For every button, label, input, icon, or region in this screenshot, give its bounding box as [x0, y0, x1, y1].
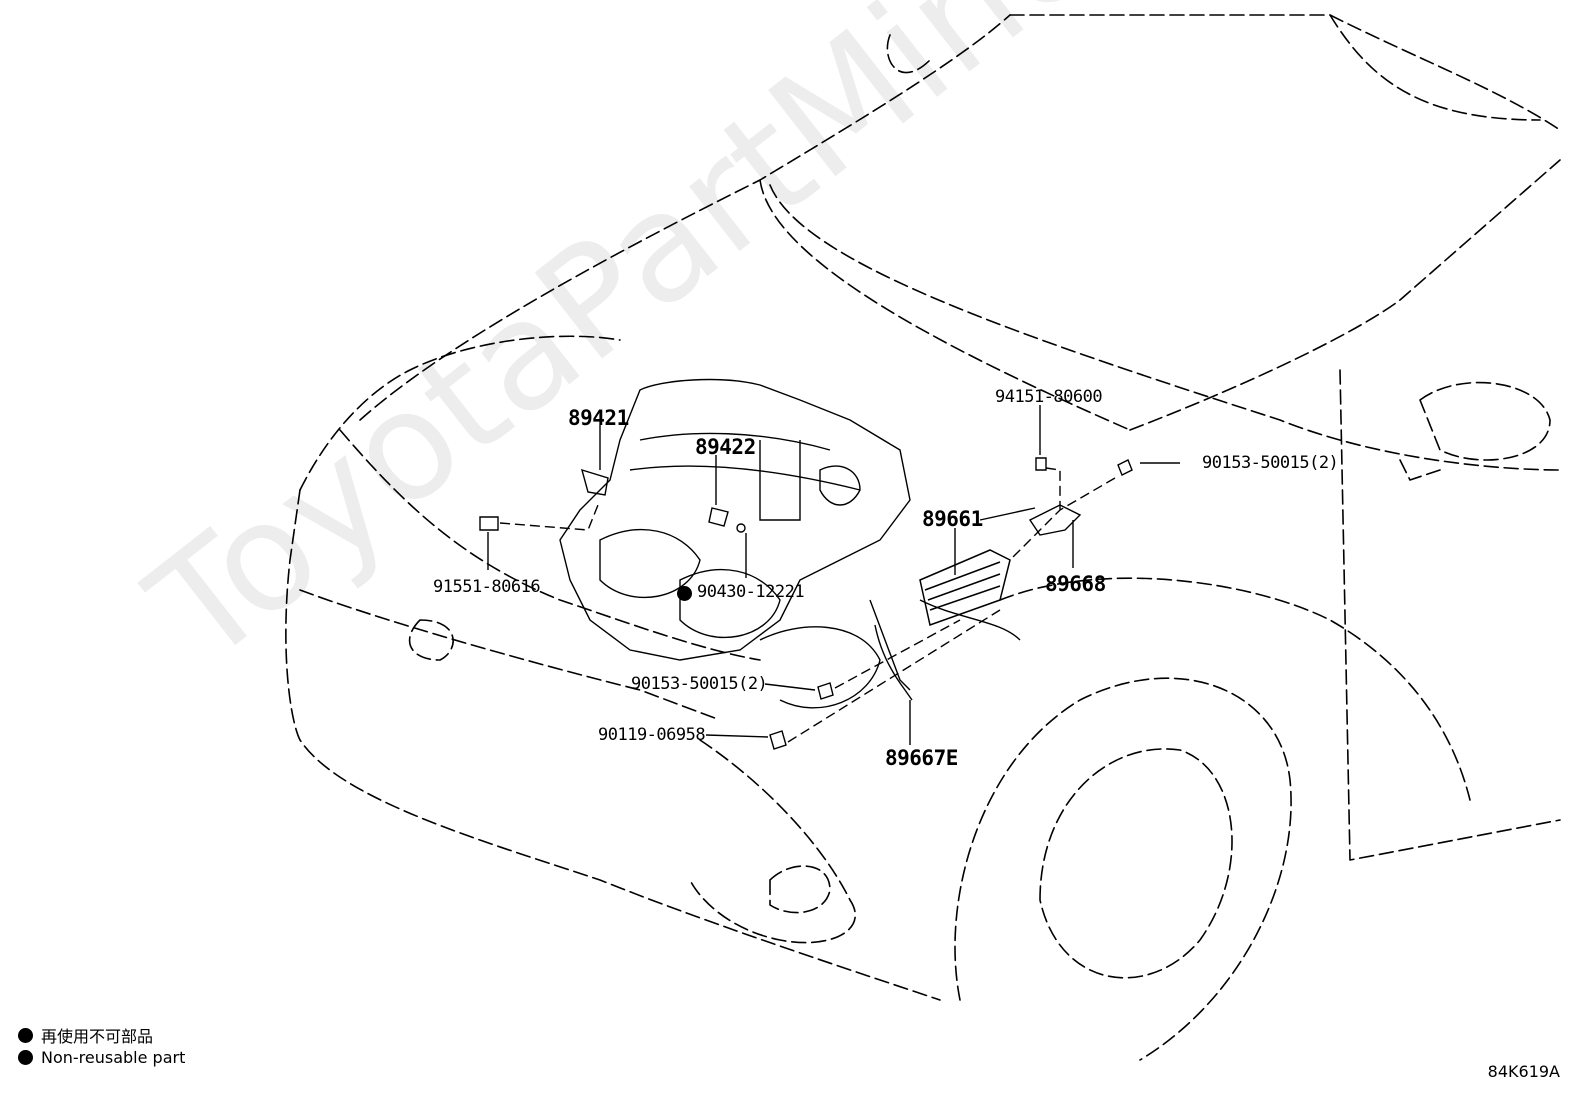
label-90153-50015-top[interactable]: 90153-50015(2) [1202, 453, 1339, 473]
label-91551-80616[interactable]: 91551-80616 [433, 577, 541, 597]
sensor-89421 [580, 468, 609, 496]
nut-94151 [1035, 457, 1047, 471]
bolt-90119 [769, 730, 787, 750]
legend-en-text: Non-reusable part [41, 1048, 186, 1067]
wiper [886, 34, 931, 74]
label-90153-50015-bottom[interactable]: 90153-50015(2) [631, 674, 768, 694]
door-edge [1339, 369, 1561, 861]
non-reusable-marker [677, 586, 692, 601]
label-89668[interactable]: 89668 [1045, 572, 1106, 596]
legend-row-jp: 再使用不可部品 [18, 1023, 153, 1047]
bolt-90153-bottom [817, 682, 834, 700]
label-89422[interactable]: 89422 [695, 435, 756, 459]
label-90119-06958[interactable]: 90119-06958 [598, 725, 706, 745]
legend-dot-icon [18, 1027, 33, 1043]
grille-upper [299, 589, 721, 721]
bolt-90153-top [1117, 459, 1133, 476]
fender-arch [999, 577, 1471, 801]
sensor-89422 [708, 507, 746, 533]
lower-grille [689, 739, 857, 944]
label-90430-12221[interactable]: 90430-12221 [697, 582, 805, 602]
windshield-top [1009, 14, 1561, 131]
label-89421[interactable]: 89421 [568, 406, 629, 430]
engine-outline [559, 378, 911, 661]
bumper-lower [285, 489, 941, 1001]
label-89661[interactable]: 89661 [922, 507, 983, 531]
label-94151-80600[interactable]: 94151-80600 [995, 387, 1103, 407]
figure-code: 84K619A [1487, 1062, 1560, 1081]
wire-89667E [874, 624, 913, 701]
fog-lamp-lower [769, 865, 831, 914]
legend-row-en: Non-reusable part [18, 1048, 185, 1067]
hood-centre-line [759, 179, 1131, 431]
wheel-outer [954, 677, 1292, 1061]
engine-pulley [599, 528, 701, 599]
roof-line [1329, 14, 1541, 121]
label-89667E[interactable]: 89667E [885, 746, 958, 770]
bolt-91551 [479, 516, 499, 531]
fog-light [408, 619, 454, 661]
side-mirror [1419, 381, 1551, 461]
cowl-line [769, 184, 1561, 471]
wheel-inner [1039, 748, 1233, 979]
headlight-lower [339, 429, 761, 661]
headlight-upper [299, 335, 621, 491]
legend-dot-icon [18, 1050, 33, 1065]
hood-left-edge [359, 14, 1011, 421]
legend-jp-text: 再使用不可部品 [41, 1027, 154, 1046]
mirror-base [1399, 459, 1441, 481]
a-pillar [1129, 159, 1561, 431]
transmission [759, 626, 881, 709]
ecu-89661 [919, 549, 1011, 626]
